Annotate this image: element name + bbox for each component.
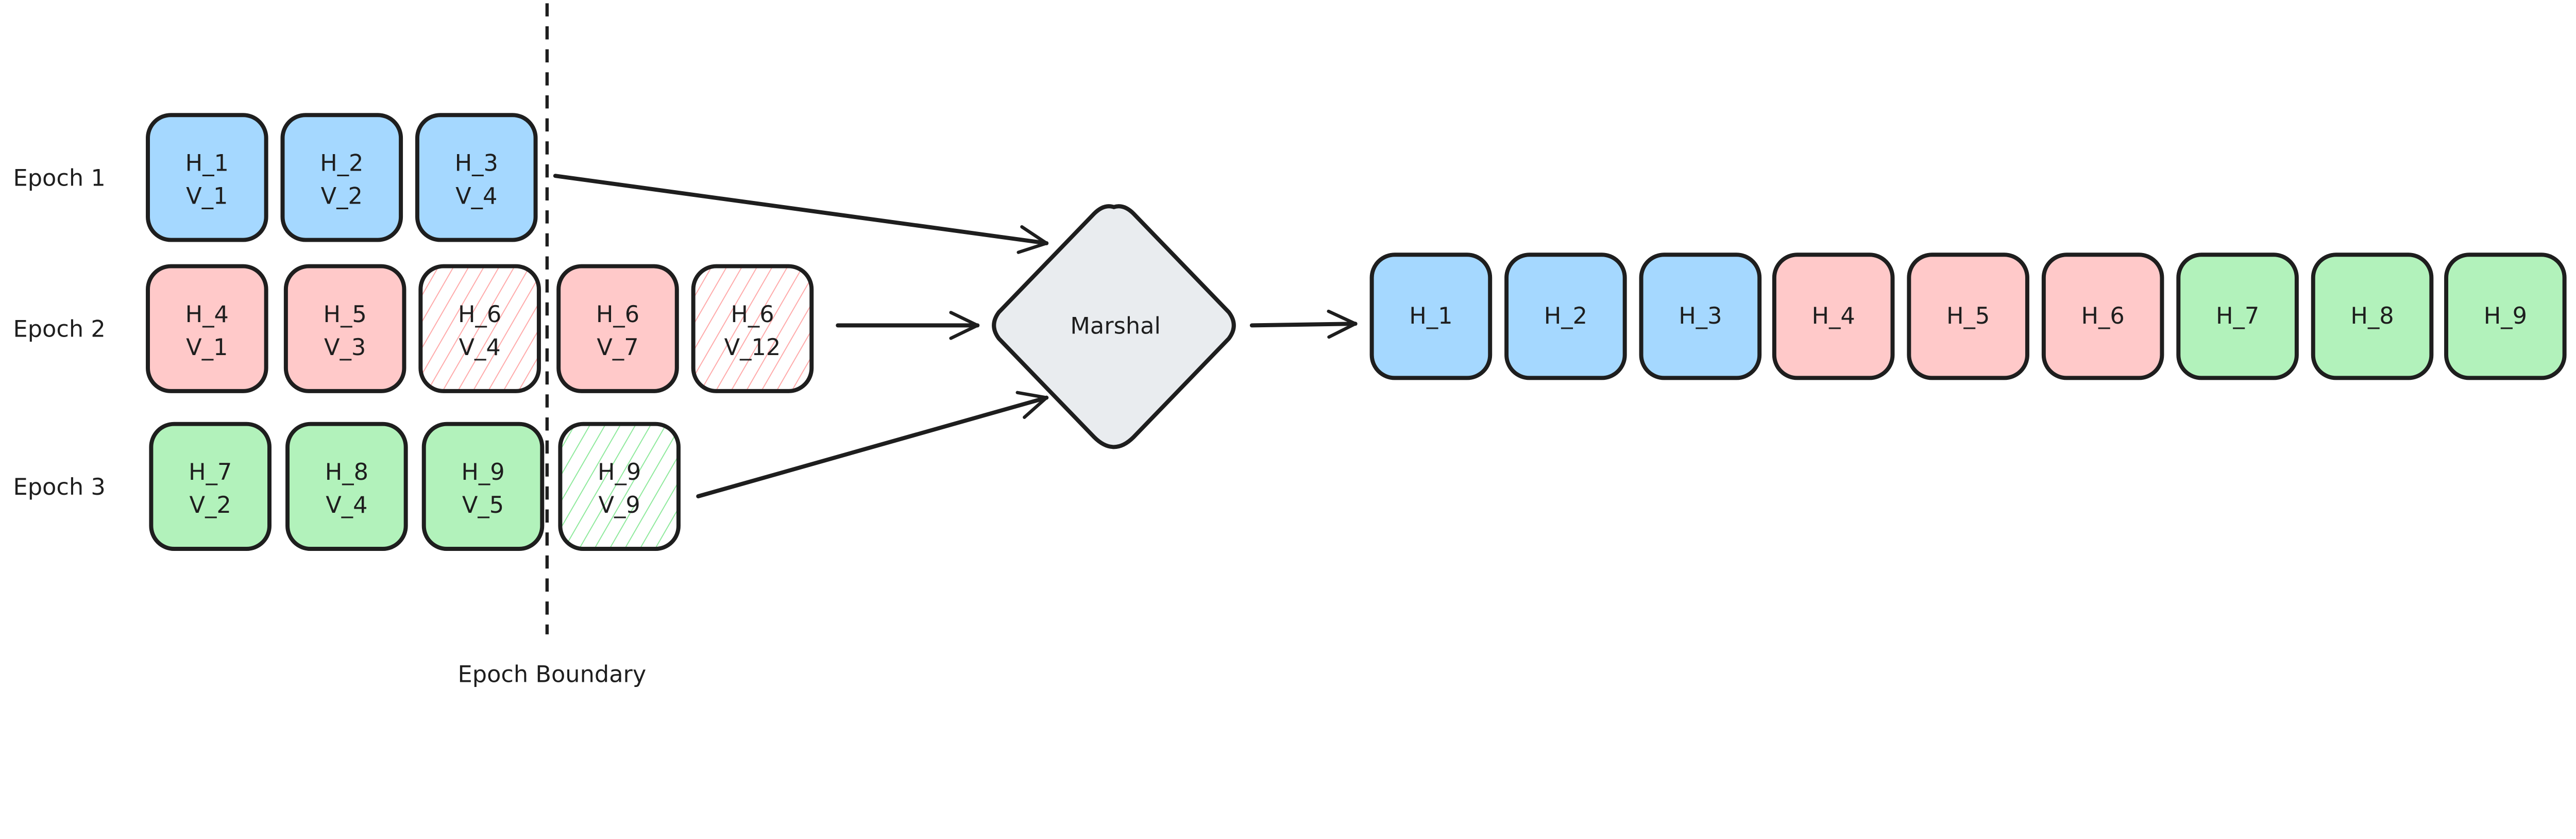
arrows	[553, 174, 1358, 498]
block-h-label: H_6	[458, 301, 501, 328]
block[interactable]: H_1V_1	[146, 113, 268, 242]
block[interactable]: H_6V_7	[556, 264, 679, 393]
block-h-label: H_2	[320, 150, 363, 177]
hatched-block[interactable]: H_6V_12	[691, 264, 814, 393]
block-h-label: H_1	[185, 150, 229, 177]
block-v-label: V_4	[326, 492, 367, 518]
output-sequence: H_1 H_2 H_3 H_4 H_5 H_6 H_7 H_8 H_9	[1369, 253, 2567, 380]
output-block-label: H_6	[2081, 303, 2124, 329]
block-v-label: V_4	[459, 334, 501, 361]
output-block[interactable]: H_3	[1639, 253, 1762, 380]
output-block-label: H_7	[2216, 303, 2259, 329]
block-h-label: H_5	[324, 301, 367, 328]
block[interactable]: H_9V_5	[421, 422, 545, 551]
block-v-label: V_9	[599, 492, 640, 518]
output-block-label: H_3	[1679, 303, 1722, 329]
block-h-label: H_9	[461, 459, 504, 485]
block-v-label: V_4	[455, 182, 497, 209]
output-block[interactable]: H_7	[2176, 253, 2299, 380]
block-v-label: V_2	[190, 492, 231, 518]
output-block-label: H_4	[1812, 303, 1855, 329]
marshal-node[interactable]: Marshal	[992, 204, 1236, 449]
arrow	[836, 311, 980, 340]
hatched-block[interactable]: H_9V_9	[558, 422, 681, 551]
block-v-label: V_12	[724, 334, 781, 361]
arrow	[696, 391, 1049, 498]
output-block-label: H_9	[2484, 303, 2527, 329]
block-h-label: H_8	[325, 459, 368, 485]
hatched-block[interactable]: H_6V_4	[418, 264, 541, 393]
output-block[interactable]: H_2	[1504, 253, 1627, 380]
block[interactable]: H_7V_2	[149, 422, 272, 551]
epoch-row-1: Epoch 1H_1V_1H_2V_2H_3V_4	[13, 113, 538, 242]
block-h-label: H_6	[596, 301, 639, 328]
output-block[interactable]: H_4	[1772, 253, 1895, 380]
output-block-label: H_5	[1946, 303, 1990, 329]
output-block[interactable]: H_8	[2311, 253, 2434, 380]
block[interactable]: H_8V_4	[285, 422, 408, 551]
output-block[interactable]: H_6	[2041, 253, 2164, 380]
epoch-label: Epoch 3	[13, 474, 106, 500]
block-v-label: V_1	[186, 334, 228, 361]
block-v-label: V_1	[186, 182, 228, 209]
block-h-label: H_3	[455, 150, 498, 177]
arrow	[553, 174, 1049, 254]
arrow	[1249, 309, 1358, 339]
block[interactable]: H_5V_3	[283, 264, 406, 393]
output-block[interactable]: H_9	[2444, 253, 2567, 380]
epoch-label: Epoch 1	[13, 164, 106, 191]
epoch-row-2: Epoch 2H_4V_1H_5V_3H_6V_4H_6V_7H_6V_12	[13, 264, 814, 393]
block-h-label: H_9	[598, 459, 641, 485]
marshal-label: Marshal	[1070, 312, 1160, 339]
block[interactable]: H_2V_2	[280, 113, 403, 242]
block[interactable]: H_3V_4	[415, 113, 538, 242]
block[interactable]: H_4V_1	[146, 264, 268, 393]
block-h-label: H_7	[189, 459, 232, 485]
diagram-canvas: Epoch Boundary Epoch 1H_1V_1H_2V_2H_3V_4…	[13, 3, 2567, 687]
block-v-label: V_5	[462, 492, 504, 518]
output-block-label: H_8	[2350, 303, 2394, 329]
epoch-label: Epoch 2	[13, 316, 106, 343]
block-h-label: H_4	[185, 301, 229, 328]
output-block[interactable]: H_5	[1907, 253, 2029, 380]
block-h-label: H_6	[731, 301, 774, 328]
block-v-label: V_3	[324, 334, 366, 361]
output-block-label: H_2	[1544, 303, 1587, 329]
epoch-boundary-label: Epoch Boundary	[458, 661, 647, 687]
output-block[interactable]: H_1	[1369, 253, 1493, 380]
output-block-label: H_1	[1409, 303, 1452, 329]
block-v-label: V_7	[597, 334, 638, 361]
block-v-label: V_2	[321, 182, 363, 209]
epoch-row-3: Epoch 3H_7V_2H_8V_4H_9V_5H_9V_9	[13, 422, 681, 551]
